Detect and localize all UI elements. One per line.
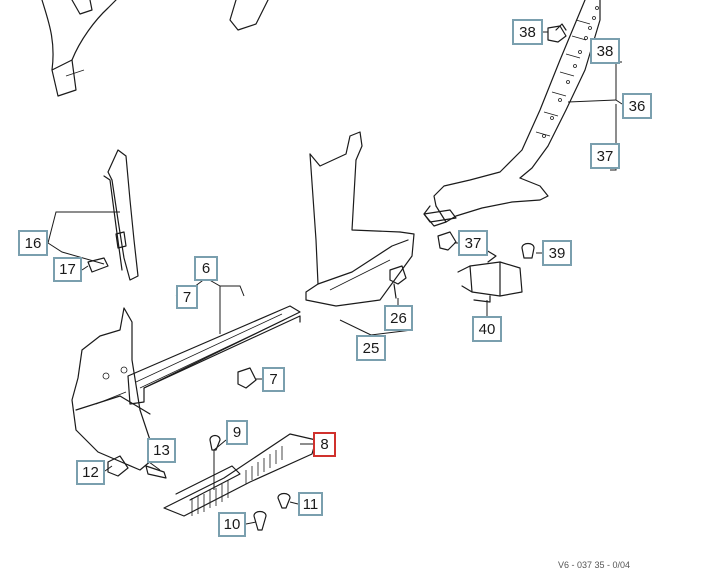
callout-9[interactable]: 9 xyxy=(226,420,248,445)
sill-trim-rail xyxy=(127,305,301,405)
callout-17[interactable]: 17 xyxy=(53,257,82,282)
upper-pillar-fragment xyxy=(41,0,117,97)
callout-37-lower[interactable]: 37 xyxy=(458,230,488,256)
clip-26 xyxy=(389,265,407,299)
callout-10[interactable]: 10 xyxy=(218,512,246,537)
b-pillar-inner-trim xyxy=(103,149,139,281)
b-pillar-lower-trim xyxy=(305,131,415,307)
callout-8[interactable]: 8 xyxy=(313,432,336,457)
top-trim-fragment xyxy=(229,0,269,31)
callout-16[interactable]: 16 xyxy=(18,230,48,256)
callout-13[interactable]: 13 xyxy=(147,438,176,463)
clip-39 xyxy=(521,242,535,259)
clip-7-lower xyxy=(237,367,257,389)
callout-7-upper[interactable]: 7 xyxy=(176,285,198,309)
pin-11 xyxy=(277,492,291,509)
lower-trim-assembly xyxy=(163,433,317,517)
bracket-40 xyxy=(457,249,523,303)
callout-39[interactable]: 39 xyxy=(542,240,572,266)
clip-38 xyxy=(547,23,567,43)
callout-12[interactable]: 12 xyxy=(76,460,105,485)
callout-38-clip[interactable]: 38 xyxy=(512,19,543,45)
callout-38-pillar[interactable]: 38 xyxy=(590,38,620,64)
clip-37-lower xyxy=(437,231,457,251)
screw-13 xyxy=(145,465,167,479)
callout-25[interactable]: 25 xyxy=(356,335,386,361)
callout-36[interactable]: 36 xyxy=(622,93,652,119)
lower-quarter-panel xyxy=(71,307,153,471)
callout-37-upper[interactable]: 37 xyxy=(590,143,620,169)
drawing-code: V6 - 037 35 - 0/04 xyxy=(558,560,630,570)
callout-7-lower[interactable]: 7 xyxy=(262,367,285,392)
callout-40[interactable]: 40 xyxy=(472,316,502,342)
a-pillar-trim xyxy=(423,0,601,227)
callout-11[interactable]: 11 xyxy=(298,492,323,516)
clip-17 xyxy=(87,257,109,273)
pin-10 xyxy=(253,510,267,531)
callout-6[interactable]: 6 xyxy=(194,256,218,281)
callout-26[interactable]: 26 xyxy=(384,305,413,331)
clip-12 xyxy=(107,455,129,477)
